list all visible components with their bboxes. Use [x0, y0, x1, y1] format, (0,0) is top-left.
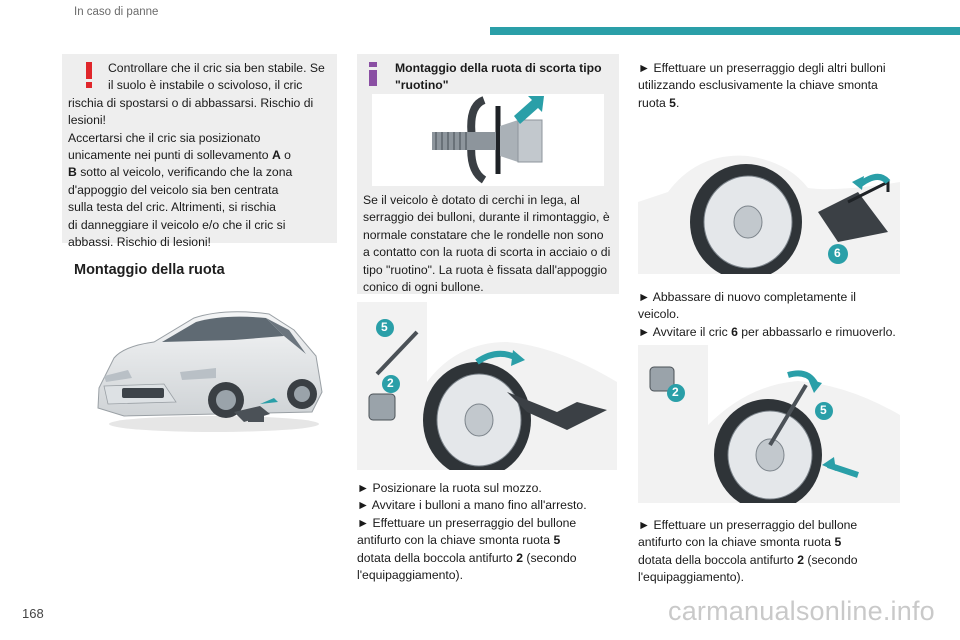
callout-5-label: 5	[820, 403, 827, 417]
car-on-jack-illustration	[84, 296, 329, 446]
step-line: ► Effettuare un preserraggio del bullone	[357, 515, 577, 530]
step-line: ruota 5.	[638, 95, 900, 112]
step-line: veicolo.	[638, 307, 680, 322]
warning-line: B sotto al veicolo, verificando che la z…	[68, 164, 330, 181]
page-number: 168	[22, 606, 44, 621]
step-text: ► Avvitare il cric	[638, 324, 732, 339]
step-ref-5: 5	[834, 535, 842, 550]
warning-line-part: unicamente nei punti di sollevamento	[68, 148, 272, 163]
wheel-bolt-figure	[372, 94, 604, 186]
info-body-line: normale constatare che le rondelle non s…	[363, 227, 604, 242]
step-line: utilizzando esclusivamente la chiave smo…	[638, 78, 878, 93]
wheel-mount-figure: 5 2	[357, 302, 617, 470]
header-accent-bar	[490, 27, 960, 35]
info-title: Montaggio della ruota di scorta tipo "ru…	[395, 60, 610, 95]
step-text: antifurto con la chiave smonta ruota	[357, 533, 554, 548]
warning-line: sulla testa del cric. Altrimenti, si ris…	[68, 200, 276, 215]
step-line: ► Avvitare i bulloni a mano fino all'arr…	[357, 498, 587, 513]
info-body-line: conico di ogni bullone.	[363, 280, 484, 295]
warning-exclamation-icon	[86, 62, 92, 88]
callout-2-badge	[667, 384, 685, 402]
step-text: (secondo	[523, 550, 577, 565]
callout-5-label: 5	[381, 320, 388, 334]
step-ref-2: 2	[516, 550, 524, 565]
callout-2-badge	[382, 375, 400, 393]
step-text: per abbassarlo e rimuoverlo.	[737, 324, 896, 339]
info-body: Se il veicolo è dotato di cerchi in lega…	[363, 192, 615, 296]
warning-line-part: sotto al veicolo, verificando che la zon…	[76, 165, 293, 180]
step-ref-2: 2	[797, 552, 805, 567]
info-box: Montaggio della ruota di scorta tipo "ru…	[357, 54, 619, 294]
step-line: ► Avvitare il cric 6 per abbassarlo e ri…	[638, 324, 900, 341]
info-title-line: "ruotino"	[395, 78, 449, 93]
step-line: ► Posizionare la ruota sul mozzo.	[357, 481, 542, 495]
step-text: dotata della boccola antifurto	[357, 550, 517, 565]
step-line: ► Effettuare un preserraggio del bullone	[638, 518, 858, 532]
warning-line: rischia di spostarsi o di abbassarsi. Ri…	[68, 95, 314, 110]
info-body-line: serraggio dei bulloni, durante il rimont…	[363, 210, 610, 225]
step-text: ruota	[638, 95, 670, 110]
callout-5-badge	[376, 319, 394, 337]
step-text: dotata della boccola antifurto	[638, 552, 798, 567]
warning-box: Controllare che il cric sia ben stabile.…	[62, 54, 337, 249]
info-title-line: Montaggio della ruota di scorta tipo	[395, 61, 602, 75]
right-bottom-steps: ► Effettuare un preserraggio del bullone…	[638, 517, 900, 587]
wheel-bolt-svg	[432, 96, 544, 184]
callout-2-label: 2	[672, 385, 679, 399]
lifting-point-a: A	[271, 148, 281, 163]
step-ref-5: 5	[553, 533, 561, 548]
step-line: antifurto con la chiave smonta ruota 5	[638, 534, 900, 551]
warning-line: Controllare che il cric sia ben stabile.…	[108, 61, 325, 75]
step-line: l'equipaggiamento).	[357, 568, 463, 583]
info-body-line: tipo "ruotino". La ruota è fissata dall'…	[363, 262, 608, 277]
warning-text: Controllare che il cric sia ben stabile.…	[68, 60, 330, 251]
jack-figure: 6	[638, 112, 900, 274]
info-icon	[369, 62, 377, 86]
warning-line: abbassi. Rischio di lesioni!	[68, 235, 211, 250]
step-line: dotata della boccola antifurto 2 (second…	[638, 552, 900, 569]
right-mid-steps: ► Abbassare di nuovo completamente il ve…	[638, 289, 900, 341]
step-line: ► Effettuare un preserraggio degli altri…	[638, 61, 886, 75]
warning-line-part: o	[280, 148, 291, 163]
right-top-steps: ► Effettuare un preserraggio degli altri…	[638, 60, 900, 112]
header-section-title: In caso di panne	[74, 6, 159, 18]
bolt-tighten-figure: 2 5	[638, 345, 900, 503]
lifting-point-b: B	[68, 165, 77, 180]
jack-svg	[638, 112, 900, 274]
wheel-mount-svg	[357, 302, 617, 470]
info-body-line: a contatto con la ruota di scorta in acc…	[363, 245, 611, 260]
info-body-line: Se il veicolo è dotato di cerchi in lega…	[363, 193, 580, 207]
car-illustration-svg	[97, 311, 323, 432]
callout-2-label: 2	[387, 376, 394, 390]
warning-line: di danneggiare il veicolo e/o che il cri…	[68, 217, 286, 232]
step-line: ► Abbassare di nuovo completamente il	[638, 290, 857, 304]
warning-line: d'appoggio del veicolo sia ben centrata	[68, 182, 279, 197]
step-text: (secondo	[804, 552, 858, 567]
watermark: carmanualsonline.info	[668, 596, 935, 626]
callout-6-label: 6	[834, 246, 841, 260]
warning-line: il suolo è instabile o scivoloso, il cri…	[108, 78, 303, 93]
middle-steps: ► Posizionare la ruota sul mozzo. ► Avvi…	[357, 480, 619, 584]
callout-6-badge	[828, 244, 848, 264]
step-line: l'equipaggiamento).	[638, 570, 744, 585]
step-line: dotata della boccola antifurto 2 (second…	[357, 550, 619, 567]
step-line: antifurto con la chiave smonta ruota 5	[357, 532, 619, 549]
warning-line: unicamente nei punti di sollevamento A o	[68, 147, 330, 164]
warning-line: Accertarsi che il cric sia posizionato	[68, 130, 261, 145]
step-text: .	[675, 95, 680, 110]
step-ref-6: 6	[731, 324, 738, 339]
section-title: Montaggio della ruota	[74, 262, 225, 278]
callout-5-badge	[815, 402, 833, 420]
step-ref-5: 5	[669, 95, 676, 110]
warning-line: lesioni!	[68, 113, 106, 128]
step-text: antifurto con la chiave smonta ruota	[638, 535, 835, 550]
bolt-tighten-svg	[638, 345, 900, 503]
